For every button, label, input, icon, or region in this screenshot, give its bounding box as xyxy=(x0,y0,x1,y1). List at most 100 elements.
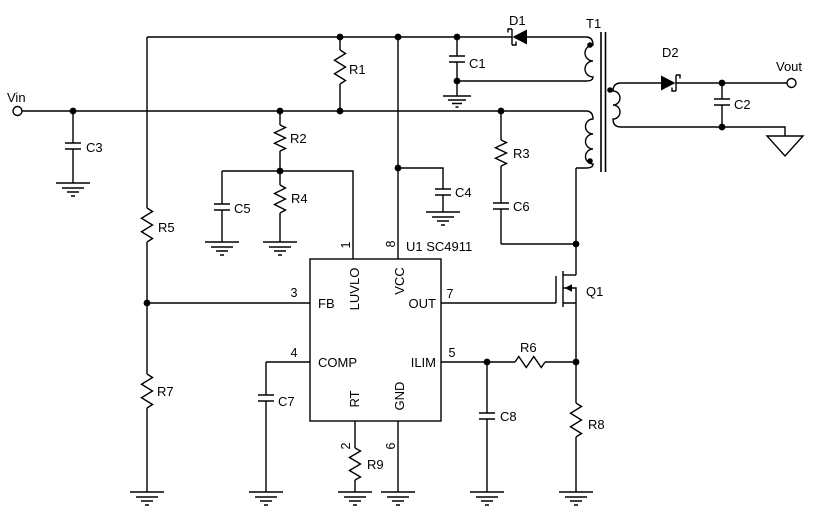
capacitor-C4: C4 xyxy=(435,185,472,200)
resistor-R6: R6 xyxy=(514,340,546,369)
resistor-R1: R1 xyxy=(333,49,366,85)
junction-dot xyxy=(276,107,284,115)
capacitor-C2: C2 xyxy=(714,97,751,112)
wire-comp-c7 xyxy=(265,361,310,492)
cap-plates xyxy=(435,188,451,196)
transformer-label: T1 xyxy=(586,16,601,31)
diode-triangle xyxy=(661,75,676,91)
ground-r8 xyxy=(558,491,594,506)
ic-pin-fb-number: 3 xyxy=(291,286,298,300)
cap-plates xyxy=(714,98,730,106)
junction-dots xyxy=(69,33,726,366)
junction-dot xyxy=(394,33,402,41)
transformer-T1: T1 xyxy=(576,16,622,172)
junction-dot xyxy=(497,107,505,115)
capacitor-c8-label: C8 xyxy=(500,409,517,424)
junction-dot xyxy=(453,77,461,85)
capacitor-c1-label: C1 xyxy=(469,56,486,71)
junction-dot xyxy=(718,123,726,131)
capacitor-c5-label: C5 xyxy=(234,201,251,216)
aux-winding xyxy=(584,36,594,82)
resistor-body xyxy=(493,139,509,167)
ic-pin-out-name: OUT xyxy=(409,296,437,311)
capacitor-C3: C3 xyxy=(65,140,103,155)
mosfet-Q1: Q1 xyxy=(555,271,603,362)
ic-designator: U1 SC4911 xyxy=(406,239,472,254)
resistor-r8-label: R8 xyxy=(588,417,605,432)
diode-triangle xyxy=(512,29,527,45)
ic-pin-out-number: 7 xyxy=(447,287,454,301)
resistor-r4-label: R4 xyxy=(291,191,308,206)
wire-luvlo-divider xyxy=(221,111,354,259)
ic-pin-luvlo-number: 1 xyxy=(339,241,353,248)
capacitor-c7-label: C7 xyxy=(278,394,295,409)
resistor-body xyxy=(272,184,288,214)
vout-label: Vout xyxy=(776,59,802,74)
capacitor-C7: C7 xyxy=(258,394,295,409)
resistor-R3: R3 xyxy=(493,139,530,167)
diode-d2-label: D2 xyxy=(662,45,679,60)
ic-pin-luvlo-name: LUVLO xyxy=(347,268,362,311)
resistor-r3-label: R3 xyxy=(513,146,530,161)
terminal-vout: Vout xyxy=(776,59,802,89)
ic-pin-gnd-name: GND xyxy=(392,382,407,411)
ic-pin-gnd-number: 6 xyxy=(384,442,398,449)
primary-winding xyxy=(576,110,594,169)
cap-plates xyxy=(214,203,230,211)
resistor-r1-label: R1 xyxy=(349,62,366,77)
resistor-r6-label: R6 xyxy=(520,340,537,355)
secondary-polarity-dot xyxy=(607,87,613,93)
ground-symbols xyxy=(55,95,805,506)
wire-c1-column xyxy=(456,37,586,96)
primary-polarity-dot xyxy=(587,158,593,164)
resistor-r9-label: R9 xyxy=(367,457,384,472)
transformer-core xyxy=(600,32,607,172)
capacitor-C1: C1 xyxy=(449,55,486,71)
resistor-R4: R4 xyxy=(272,184,308,214)
ic-U1: U1 SC4911 FB COMP OUT ILIM LUVLO VCC RT … xyxy=(291,239,473,449)
wires xyxy=(22,36,787,492)
capacitor-c4-label: C4 xyxy=(455,185,472,200)
resistor-body xyxy=(272,124,288,152)
junction-dot xyxy=(718,79,726,87)
ic-pin-rt-number: 2 xyxy=(339,442,353,449)
ic-pin-ilim-name: ILIM xyxy=(411,355,436,370)
ic-pin-ilim-number: 5 xyxy=(449,346,456,360)
ic-pin-comp-number: 4 xyxy=(291,346,298,360)
ground-c7 xyxy=(248,491,284,506)
resistor-body xyxy=(348,447,362,481)
resistor-r5-label: R5 xyxy=(158,220,175,235)
diode-D2: D2 xyxy=(661,45,681,92)
ic-pin-vcc-number: 8 xyxy=(384,240,398,247)
resistor-r2-label: R2 xyxy=(290,131,307,146)
ground-c1 xyxy=(442,95,472,108)
wire-r3-c6-column xyxy=(500,111,576,245)
resistor-r7-label: R7 xyxy=(157,384,174,399)
mosfet-q1-label: Q1 xyxy=(586,284,603,299)
resistor-R2: R2 xyxy=(272,124,307,152)
junction-dot xyxy=(394,164,402,172)
ground-c5 xyxy=(204,241,240,256)
cap-plates xyxy=(65,142,81,150)
junction-dot xyxy=(69,107,77,115)
resistor-body xyxy=(140,373,154,409)
capacitor-C8: C8 xyxy=(479,409,517,424)
diode-cathode-bar xyxy=(671,74,681,92)
cap-plates xyxy=(479,412,495,420)
ground-r4 xyxy=(262,241,298,256)
capacitor-C6: C6 xyxy=(493,199,530,214)
ic-pin-vcc-name: VCC xyxy=(392,267,407,294)
junction-dot xyxy=(572,240,580,248)
cap-plates xyxy=(493,202,509,210)
source-lead xyxy=(563,302,577,362)
resistor-R7: R7 xyxy=(140,373,174,409)
diode-cathode-bar xyxy=(507,28,517,46)
capacitor-C5: C5 xyxy=(214,201,251,216)
ground-c3 xyxy=(55,182,91,197)
wire-secondary-bottom xyxy=(621,126,786,136)
capacitor-c3-label: C3 xyxy=(86,140,103,155)
capacitor-c2-label: C2 xyxy=(734,97,751,112)
diode-D1: D1 xyxy=(507,13,527,46)
ic-pin-comp-name: COMP xyxy=(318,355,357,370)
